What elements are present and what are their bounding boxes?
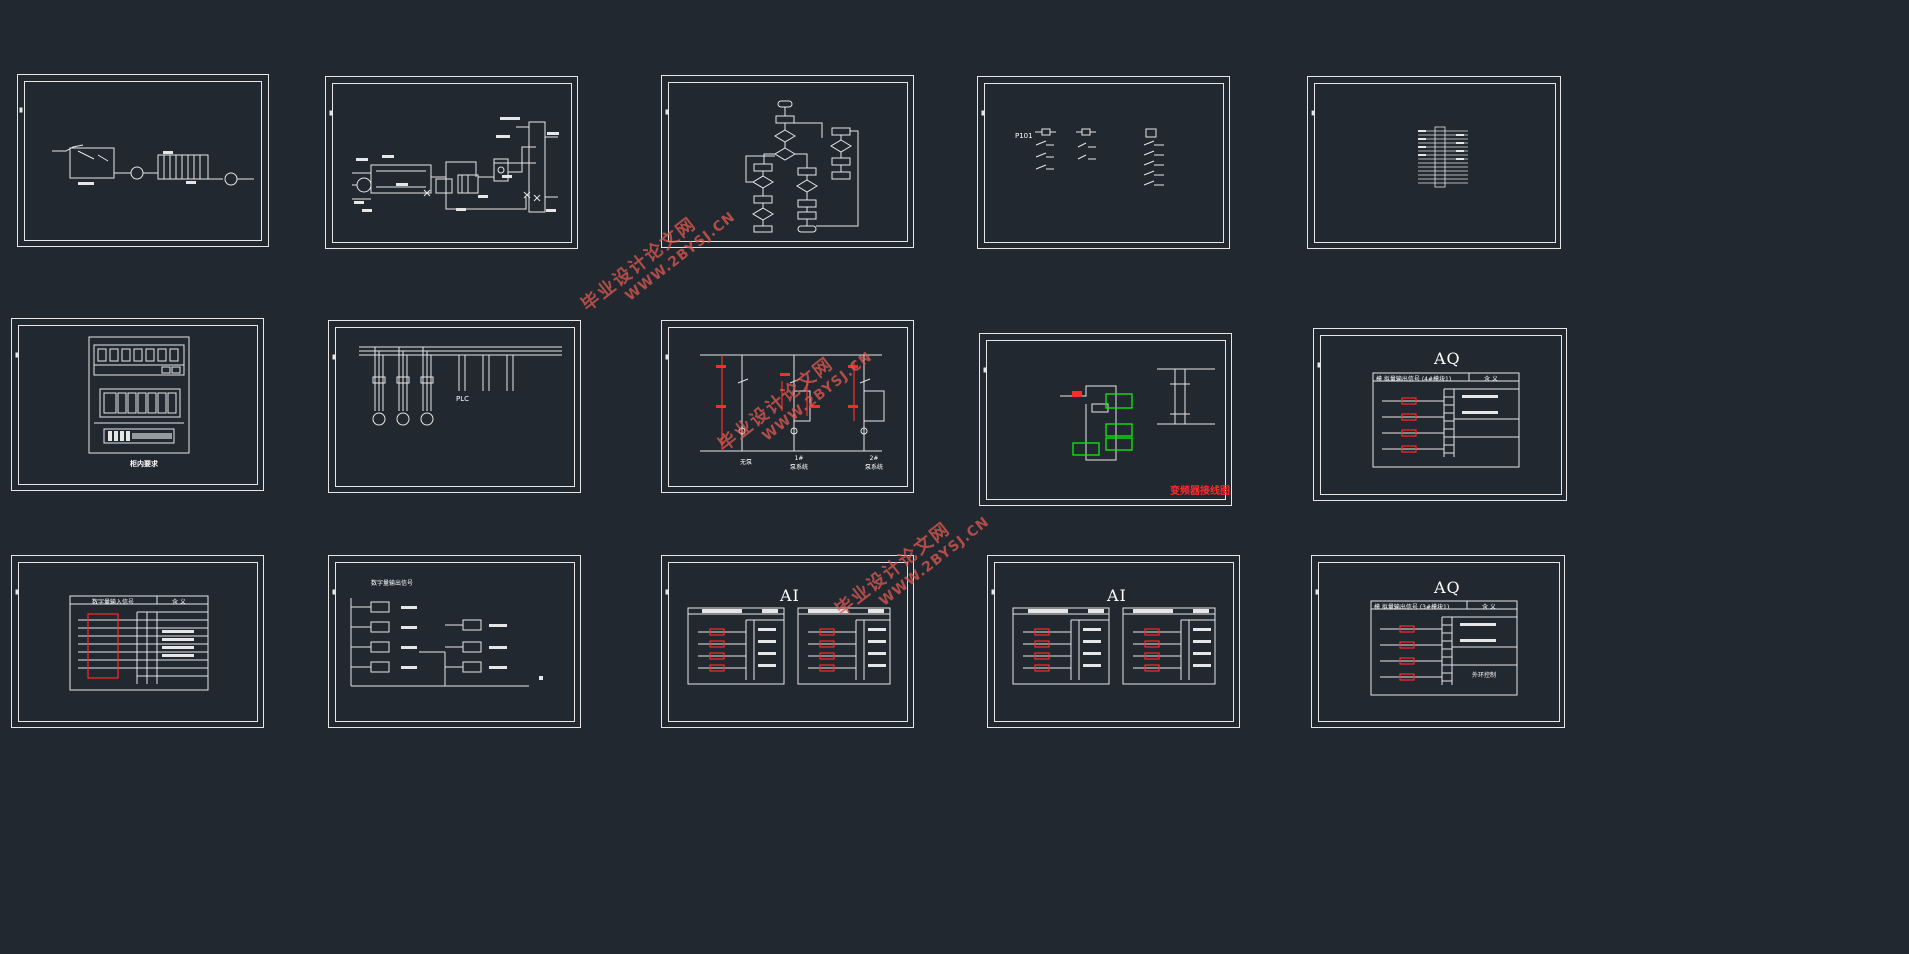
drawing-sheet-relay-contacts[interactable]: P101 bbox=[977, 76, 1230, 249]
ai-tables-drawing bbox=[991, 589, 1216, 685]
sheet-frame bbox=[18, 562, 258, 722]
ai-title: AI bbox=[780, 586, 800, 605]
ai-title: AI bbox=[1107, 586, 1127, 605]
terminal-strip-drawing bbox=[1311, 110, 1468, 188]
aq-note: 外环控制 bbox=[1472, 672, 1497, 679]
di-table-drawing bbox=[15, 589, 209, 691]
sheet-frame bbox=[332, 83, 572, 243]
sheet-frame bbox=[986, 340, 1226, 500]
do-title: 数字量输出信号 bbox=[371, 580, 414, 587]
plc-label: PLC bbox=[456, 395, 470, 403]
main-circuit-drawing bbox=[332, 346, 562, 426]
sheet-frame bbox=[24, 81, 262, 241]
flowchart-drawing bbox=[665, 100, 859, 233]
circuit-label-none: 无泵 bbox=[740, 459, 753, 466]
aq-table-header: 模 拟量输出信号 (4#模块1) bbox=[1376, 376, 1452, 383]
sheet-frame bbox=[1320, 335, 1562, 495]
tag-label: P101 bbox=[1015, 132, 1033, 140]
inverter-caption: 变频器接线图 bbox=[1170, 486, 1230, 497]
di-table-col: 含 义 bbox=[172, 599, 186, 606]
sheet-frame bbox=[1314, 83, 1556, 243]
process-flow-drawing bbox=[19, 107, 254, 186]
drawing-sheet-analog-output-1[interactable]: AQ 模 拟量输 bbox=[1313, 328, 1567, 501]
aq-title: AQ bbox=[1434, 349, 1461, 368]
sheet-frame bbox=[668, 327, 908, 487]
pid-drawing bbox=[329, 110, 559, 213]
control-circuit-drawing bbox=[665, 354, 885, 452]
do-drawing bbox=[332, 589, 543, 687]
sheet-frame bbox=[668, 562, 908, 722]
drawing-sheet-cabinet-layout[interactable]: 柜内要求 bbox=[11, 318, 264, 491]
drawing-sheet-inverter-wiring[interactable]: 变频器接线图 bbox=[979, 333, 1232, 506]
drawing-sheet-terminal-strip[interactable] bbox=[1307, 76, 1561, 249]
sheet-frame bbox=[994, 562, 1234, 722]
drawing-sheet-analog-input-2[interactable]: AI bbox=[987, 555, 1240, 728]
relay-contacts-drawing bbox=[981, 110, 1164, 186]
drawing-sheet-analog-input-1[interactable]: AI bbox=[661, 555, 914, 728]
sheet-frame bbox=[335, 562, 575, 722]
aq-table-header: 模 拟量输出信号 (3#模块1) bbox=[1374, 604, 1450, 611]
ai-tables-drawing bbox=[665, 589, 891, 685]
di-table-header: 数字量输入信号 bbox=[92, 599, 135, 606]
aq-table-col: 含 义 bbox=[1484, 376, 1498, 383]
drawing-sheet-digital-output[interactable]: 数字量输出信号 bbox=[328, 555, 581, 728]
drawing-sheet-analog-output-2[interactable]: AQ 模 拟量输 bbox=[1311, 555, 1565, 728]
sheet-frame bbox=[984, 83, 1224, 243]
drawing-sheet-pid[interactable] bbox=[325, 76, 578, 249]
cabinet-caption: 柜内要求 bbox=[130, 460, 158, 468]
sheet-frame bbox=[668, 82, 908, 242]
drawing-sheet-main-circuit[interactable]: PLC bbox=[328, 320, 581, 493]
drawing-sheet-control-circuit[interactable]: 无泵 1# 泵系统 2# 泵系统 bbox=[661, 320, 914, 493]
sheet-frame bbox=[1318, 562, 1560, 722]
inverter-wiring-drawing bbox=[983, 367, 1215, 461]
aq-table-col: 含 义 bbox=[1482, 604, 1496, 611]
sheet-frame bbox=[18, 325, 258, 485]
aq-table-drawing bbox=[1315, 589, 1518, 696]
sheet-frame bbox=[335, 327, 575, 487]
circuit-label-pump2: 2# 泵系统 bbox=[865, 455, 884, 471]
cabinet-drawing bbox=[15, 336, 190, 454]
circuit-label-pump1: 1# 泵系统 bbox=[790, 455, 809, 471]
aq-title: AQ bbox=[1434, 578, 1461, 597]
drawing-sheet-digital-input[interactable]: 数字量输入信号 含 义 bbox=[11, 555, 264, 728]
drawing-sheet-flowchart[interactable] bbox=[661, 75, 914, 248]
aq-table-drawing bbox=[1317, 362, 1520, 468]
drawing-sheet-process-flow[interactable] bbox=[17, 74, 269, 247]
